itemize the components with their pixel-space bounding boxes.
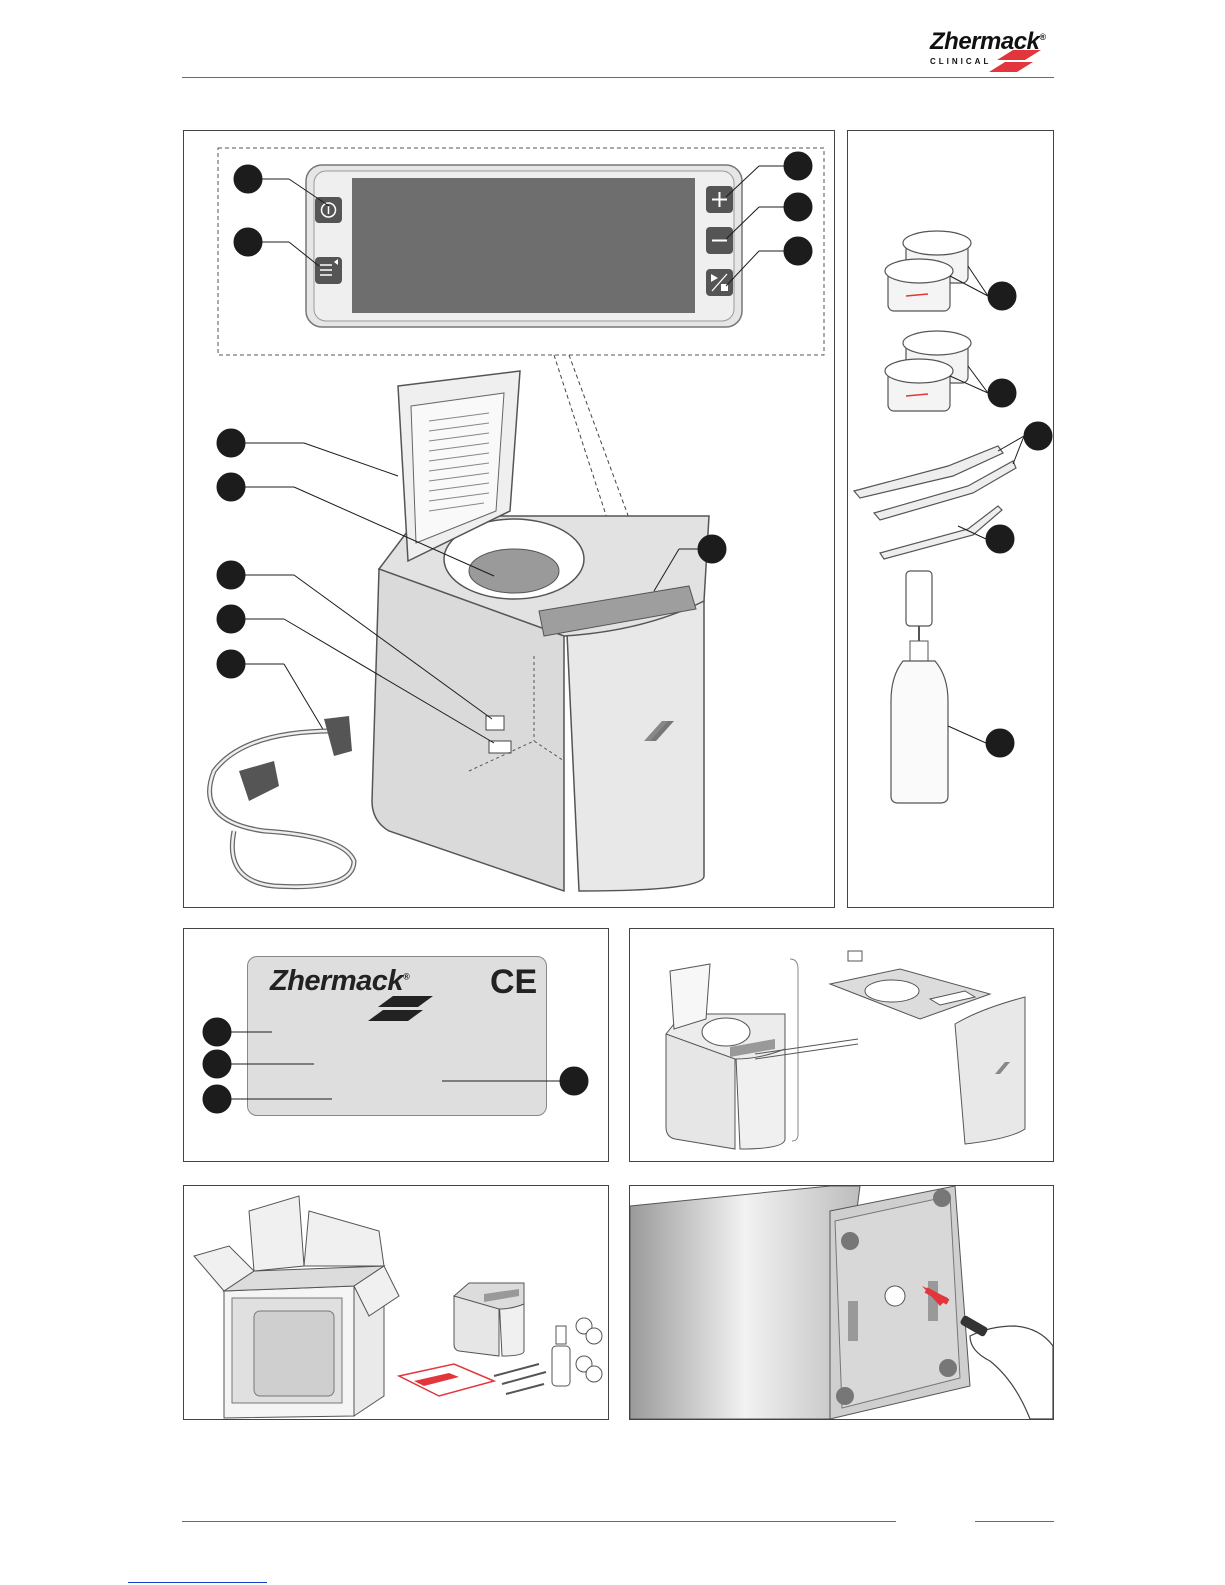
package-contents-figure xyxy=(184,1186,608,1419)
footer-link-underline xyxy=(128,1582,267,1583)
brand-stripes-icon xyxy=(985,48,1055,74)
menu-icon xyxy=(315,257,342,284)
plus-icon xyxy=(706,186,733,213)
accessories-figure xyxy=(848,131,1053,907)
accessories-panel xyxy=(847,130,1054,908)
header-rule xyxy=(182,77,1054,78)
bottom-view-panel xyxy=(629,1185,1054,1420)
removable-parts-panel xyxy=(629,928,1054,1162)
brand-subtitle: CLINICAL xyxy=(930,57,991,66)
label-plate-panel: Zhermack® CE xyxy=(183,928,609,1162)
display-screen xyxy=(352,178,695,313)
removable-parts-figure xyxy=(630,929,1053,1161)
device-overview-figure xyxy=(184,131,834,907)
footer-rule-left xyxy=(182,1521,896,1522)
label-callouts xyxy=(184,929,608,1161)
footer-rule-right xyxy=(975,1521,1054,1522)
minus-icon xyxy=(706,227,733,254)
bottom-view-figure xyxy=(630,1186,1053,1419)
package-contents-panel xyxy=(183,1185,609,1420)
device-overview-panel xyxy=(183,130,835,908)
registered-mark: ® xyxy=(1039,32,1045,42)
info-icon xyxy=(315,197,342,223)
